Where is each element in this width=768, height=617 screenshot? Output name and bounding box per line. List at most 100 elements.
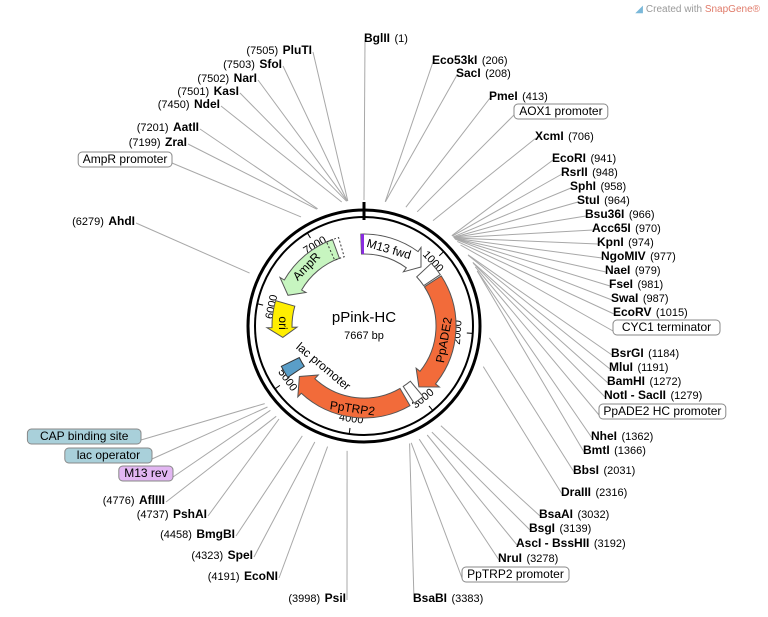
site-name-stui: StuI bbox=[577, 193, 600, 207]
feature-ori bbox=[265, 299, 299, 339]
feature-box-bg-pptrp2-promoter bbox=[461, 566, 570, 583]
site-name-kasi: KasI bbox=[214, 84, 239, 98]
site-name-nhei: NheI bbox=[591, 429, 617, 443]
site-name-acc65i: Acc65I bbox=[592, 221, 631, 235]
leader-line-stui bbox=[453, 201, 579, 238]
site-pos-ahdi: (6279) bbox=[72, 216, 104, 228]
leader-line-bbsi bbox=[488, 337, 575, 473]
site-pos-bmgbi: (4458) bbox=[160, 529, 192, 541]
site-name-econi: EcoNI bbox=[244, 569, 278, 583]
feature-ppade2 bbox=[415, 275, 457, 388]
site-name-eco53ki: Eco53kI bbox=[432, 53, 477, 67]
leader-line-bmgbi bbox=[235, 435, 303, 537]
leader-line-aox1-promoter bbox=[416, 114, 515, 213]
leader-line-swai bbox=[455, 238, 613, 301]
site-pos-rsrii: (948) bbox=[592, 167, 618, 179]
site-name-bsaai: BsaAI bbox=[539, 507, 573, 521]
leader-line-acc65i bbox=[453, 229, 594, 239]
site-name-ngomiv: NgoMIV bbox=[601, 249, 646, 263]
site-pos-spei: (4323) bbox=[191, 550, 223, 562]
feature-ori-shape bbox=[265, 299, 299, 339]
site-pos-pluti: (7505) bbox=[246, 45, 278, 57]
leader-line-bmti bbox=[476, 270, 585, 453]
site-name-swai: SwaI bbox=[611, 291, 638, 305]
site-name-ndei: NdeI bbox=[194, 97, 220, 111]
site-pos-swai: (987) bbox=[643, 293, 669, 305]
feature-box-bg-lac-operator bbox=[64, 447, 153, 464]
leader-line-pshai bbox=[207, 418, 280, 517]
leader-line-kasi bbox=[239, 92, 347, 202]
leader-line-zrai bbox=[187, 143, 318, 210]
leader-line-ngomiv bbox=[454, 237, 603, 259]
site-pos-sphi: (958) bbox=[600, 181, 626, 193]
feature-box-label-cyc1-terminator: CYC1 terminator bbox=[622, 320, 711, 334]
feature-ampr-promoter bbox=[325, 236, 345, 261]
site-pos-ecori: (941) bbox=[590, 153, 616, 165]
site-pos-stui: (964) bbox=[604, 195, 630, 207]
leader-line-xcmi bbox=[432, 137, 537, 221]
feature-box-label-pptrp2-promoter: PpTRP2 promoter bbox=[467, 567, 564, 581]
site-name-bbsi: BbsI bbox=[573, 463, 599, 477]
site-name-fsei: FseI bbox=[609, 277, 633, 291]
site-label-rsrii: RsrII (948) bbox=[561, 163, 618, 180]
leader-line-naei bbox=[454, 238, 607, 273]
snapgene-credit: ◢Created with SnapGene® bbox=[635, 4, 760, 15]
feature-lac-operator-block bbox=[280, 356, 305, 379]
site-pos-bsu36i: (966) bbox=[629, 209, 655, 221]
site-name-pluti: PluTI bbox=[283, 43, 312, 57]
leader-line-asci-bsshii bbox=[426, 434, 518, 546]
site-name-noti-sacii: NotI - SacII bbox=[604, 388, 666, 402]
site-pos-sfoi: (7503) bbox=[223, 59, 255, 71]
site-label-bmti: BmtI (1366) bbox=[583, 441, 646, 458]
site-name-sfoi: SfoI bbox=[259, 57, 282, 71]
site-pos-naei: (979) bbox=[635, 265, 661, 277]
site-pos-xcmi: (706) bbox=[568, 131, 594, 143]
site-label-kpni: KpnI (974) bbox=[597, 233, 654, 250]
site-pos-pshai: (4737) bbox=[137, 509, 169, 521]
leader-line-bsrgi bbox=[467, 254, 613, 356]
site-pos-bmti: (1366) bbox=[614, 445, 646, 457]
leader-line-bsabi bbox=[409, 443, 415, 601]
site-label-naei: NaeI (979) bbox=[605, 261, 661, 278]
site-name-zrai: ZraI bbox=[165, 135, 187, 149]
feature-box-label-m13-rev: M13 rev bbox=[124, 466, 167, 480]
site-name-mlui: MluI bbox=[609, 360, 633, 374]
site-labels: BglII (1)Eco53kI (206)SacI (208)PmeI (41… bbox=[26, 31, 727, 605]
site-name-nari: NarI bbox=[234, 71, 257, 85]
site-name-bmgbi: BmgBI bbox=[196, 527, 235, 541]
site-pos-fsei: (981) bbox=[637, 279, 663, 291]
site-label-ecorv: EcoRV (1015) bbox=[613, 303, 688, 320]
leader-line-ndei bbox=[220, 105, 343, 203]
feature-box-pptrp2-promoter: PpTRP2 promoter bbox=[461, 566, 570, 583]
feature-box-m13-rev: M13 rev bbox=[118, 465, 174, 482]
feature-box-bg-ampr-promoter bbox=[77, 151, 173, 168]
site-label-nrui: NruI (3278) bbox=[498, 549, 558, 566]
site-label-asci-bsshii: AscI - BssHII (3192) bbox=[516, 534, 626, 551]
site-label-saci: SacI (208) bbox=[456, 64, 511, 81]
site-label-kasi: (7501) KasI bbox=[177, 82, 239, 99]
plasmid-name: pPink-HC bbox=[332, 309, 396, 326]
feature-box-label-aox1-promoter: AOX1 promoter bbox=[519, 104, 602, 118]
leader-line-sfoi bbox=[282, 65, 348, 202]
site-name-bsrgi: BsrGI bbox=[611, 346, 644, 360]
site-label-draiii: DraIII (2316) bbox=[561, 483, 627, 500]
feature-cyc1-box bbox=[415, 262, 441, 287]
leader-line-lac-operator bbox=[151, 406, 268, 460]
site-pos-ecorv: (1015) bbox=[656, 307, 688, 319]
site-pos-pmei: (413) bbox=[522, 91, 548, 103]
feature-pptrp2-shape bbox=[297, 374, 411, 419]
site-pos-aatii: (7201) bbox=[137, 122, 169, 134]
site-label-noti-sacii: NotI - SacII (1279) bbox=[604, 386, 702, 403]
feature-label-ori: ori bbox=[276, 316, 290, 329]
site-label-pshai: (4737) PshAI bbox=[137, 505, 207, 522]
feature-m13-fwd bbox=[360, 233, 422, 273]
m13-fwd-mark bbox=[360, 234, 364, 254]
leader-line-bsu36i bbox=[453, 215, 587, 238]
site-name-aatii: AatII bbox=[173, 120, 199, 134]
site-pos-bbsi: (2031) bbox=[603, 465, 635, 477]
leader-line-econi bbox=[278, 446, 329, 579]
site-label-swai: SwaI (987) bbox=[611, 289, 669, 306]
site-pos-bglii: (1) bbox=[394, 33, 407, 45]
